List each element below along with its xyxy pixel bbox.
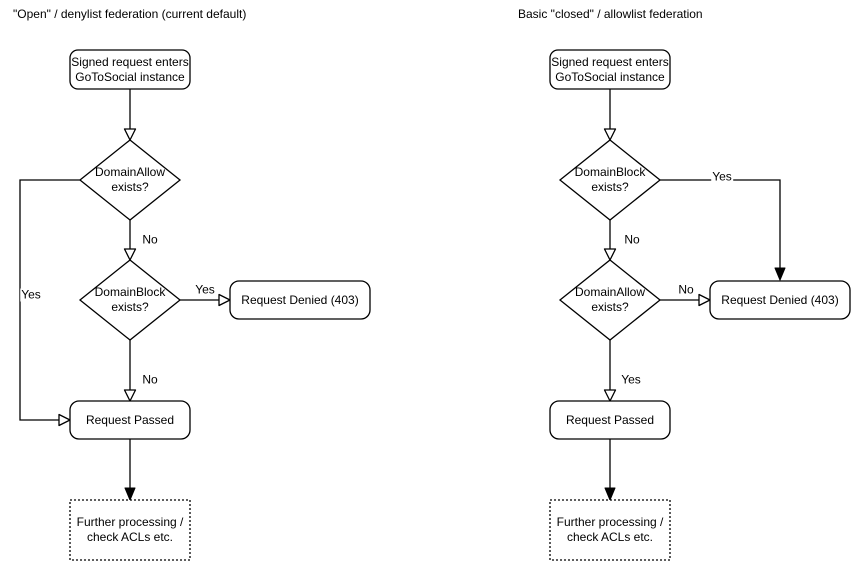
left-further-box-shape	[69, 499, 191, 561]
right-decision2-no-label: No	[677, 282, 695, 297]
left-arrowhead-passed-to-further-icon	[124, 487, 136, 501]
left-decision2-diamond-shape	[78, 259, 182, 341]
right-passed-box-shape	[549, 400, 671, 440]
right-decision1-no-label: No	[623, 232, 641, 247]
right-arrowhead-no-to-denied-icon	[698, 293, 711, 307]
right-decision2-yes-label: Yes	[620, 372, 642, 387]
right-arrowhead-decision1-to-decision2-icon	[603, 248, 617, 261]
left-arrowhead-start-to-decision1-icon	[123, 128, 137, 141]
left-decision2-label: DomainBlock exists?	[94, 285, 166, 314]
right-start-box-shape	[549, 49, 671, 90]
right-arrowhead-start-to-decision1-icon	[603, 128, 617, 141]
left-decision1-diamond-shape	[78, 139, 182, 221]
right-decision1-diamond-shape	[558, 139, 662, 221]
left-denied-box-shape	[229, 280, 371, 320]
right-arrowhead-passed-to-further-icon	[604, 487, 616, 501]
right-passed-label: Request Passed	[565, 412, 655, 427]
right-decision2-label: DomainAllow exists?	[574, 285, 646, 314]
left-further-label: Further processing / check ACLs etc.	[76, 515, 184, 544]
left-decision1-label: DomainAllow exists?	[94, 165, 166, 194]
left-denied-label: Request Denied (403)	[241, 292, 359, 307]
left-decision1-yes-label: Yes	[20, 287, 42, 302]
left-passed-box-shape	[69, 400, 191, 440]
left-chart-title: "Open" / denylist federation (current de…	[13, 7, 247, 21]
right-decision1-yes-label: Yes	[711, 169, 733, 184]
left-arrowhead-yes-to-denied-icon	[218, 293, 231, 307]
left-edge-decision1-yes-to-passed	[19, 179, 80, 421]
right-chart-title: Basic "closed" / allowlist federation	[518, 7, 703, 21]
right-decision1-label: DomainBlock exists?	[574, 165, 646, 194]
left-arrowhead-yes-to-passed-icon	[58, 413, 71, 427]
left-decision2-yes-label: Yes	[194, 282, 216, 297]
left-passed-label: Request Passed	[85, 412, 175, 427]
right-denied-box-shape	[709, 280, 851, 320]
left-decision2-no-label: No	[141, 372, 159, 387]
right-denied-label: Request Denied (403)	[721, 292, 839, 307]
left-start-box-shape	[69, 49, 191, 90]
left-arrowhead-no-to-passed-icon	[123, 389, 137, 402]
right-edge-decision1-yes-to-denied	[660, 179, 781, 269]
right-arrowhead-yes-to-passed-icon	[603, 389, 617, 402]
left-start-label: Signed request enters GoToSocial instanc…	[71, 54, 189, 84]
right-arrowhead-yes-to-denied-icon	[774, 267, 786, 281]
right-start-label: Signed request enters GoToSocial instanc…	[551, 54, 669, 84]
right-further-box-shape	[549, 499, 671, 561]
right-further-label: Further processing / check ACLs etc.	[556, 515, 664, 544]
left-decision1-no-label: No	[141, 232, 159, 247]
left-arrowhead-decision1-to-decision2-icon	[123, 248, 137, 261]
right-decision2-diamond-shape	[558, 259, 662, 341]
